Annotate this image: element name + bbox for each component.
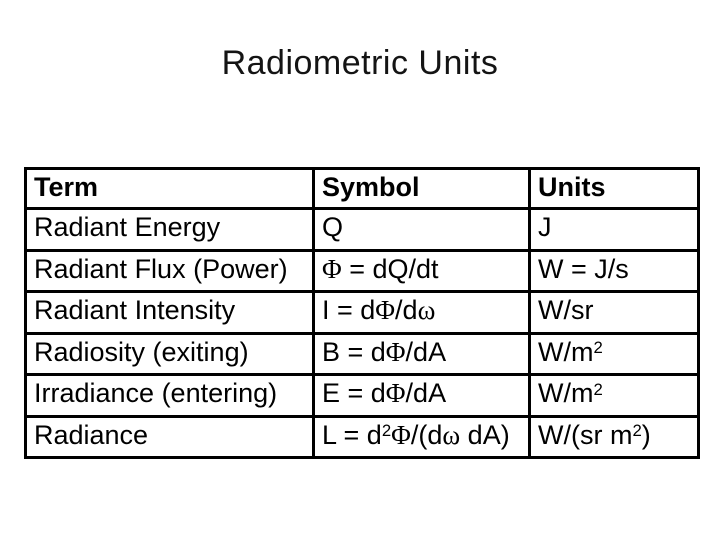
cell-units: W = J/s — [528, 248, 700, 293]
table-row-radiant-energy: Radiant Energy Q J — [24, 207, 700, 252]
table-row-irradiance: Irradiance (entering) E = dΦ/dA W/m2 — [24, 373, 700, 418]
cell-term: Irradiance (entering) — [24, 373, 315, 418]
table-row-radiosity: Radiosity (exiting) B = dΦ/dA W/m2 — [24, 331, 700, 376]
radiometric-units-table: Term Symbol Units Radiant Energy Q J Rad… — [24, 167, 700, 459]
slide-title: Radiometric Units — [221, 44, 499, 82]
cell-symbol: Φ = dQ/dt — [312, 248, 531, 293]
cell-symbol: L = d2Φ/(dω dA) — [312, 414, 531, 459]
table-header-row: Term Symbol Units — [24, 167, 700, 210]
header-units: Units — [528, 167, 700, 210]
header-symbol: Symbol — [312, 167, 531, 210]
cell-term: Radiosity (exiting) — [24, 331, 315, 376]
cell-term: Radiance — [24, 414, 315, 459]
table-row-radiant-intensity: Radiant Intensity I = dΦ/dω W/sr — [24, 290, 700, 335]
cell-term: Radiant Flux (Power) — [24, 248, 315, 293]
table-row-radiance: Radiance L = d2Φ/(dω dA) W/(sr m2) — [24, 414, 700, 459]
cell-units: W/m2 — [528, 373, 700, 418]
cell-symbol: I = dΦ/dω — [312, 290, 531, 335]
cell-units: J — [528, 207, 700, 252]
cell-units: W/m2 — [528, 331, 700, 376]
cell-term: Radiant Intensity — [24, 290, 315, 335]
cell-units: W/sr — [528, 290, 700, 335]
cell-symbol: E = dΦ/dA — [312, 373, 531, 418]
cell-symbol: Q — [312, 207, 531, 252]
table-row-radiant-flux: Radiant Flux (Power) Φ = dQ/dt W = J/s — [24, 248, 700, 293]
cell-term: Radiant Energy — [24, 207, 315, 252]
cell-units: W/(sr m2) — [528, 414, 700, 459]
header-term: Term — [24, 167, 315, 210]
cell-symbol: B = dΦ/dA — [312, 331, 531, 376]
